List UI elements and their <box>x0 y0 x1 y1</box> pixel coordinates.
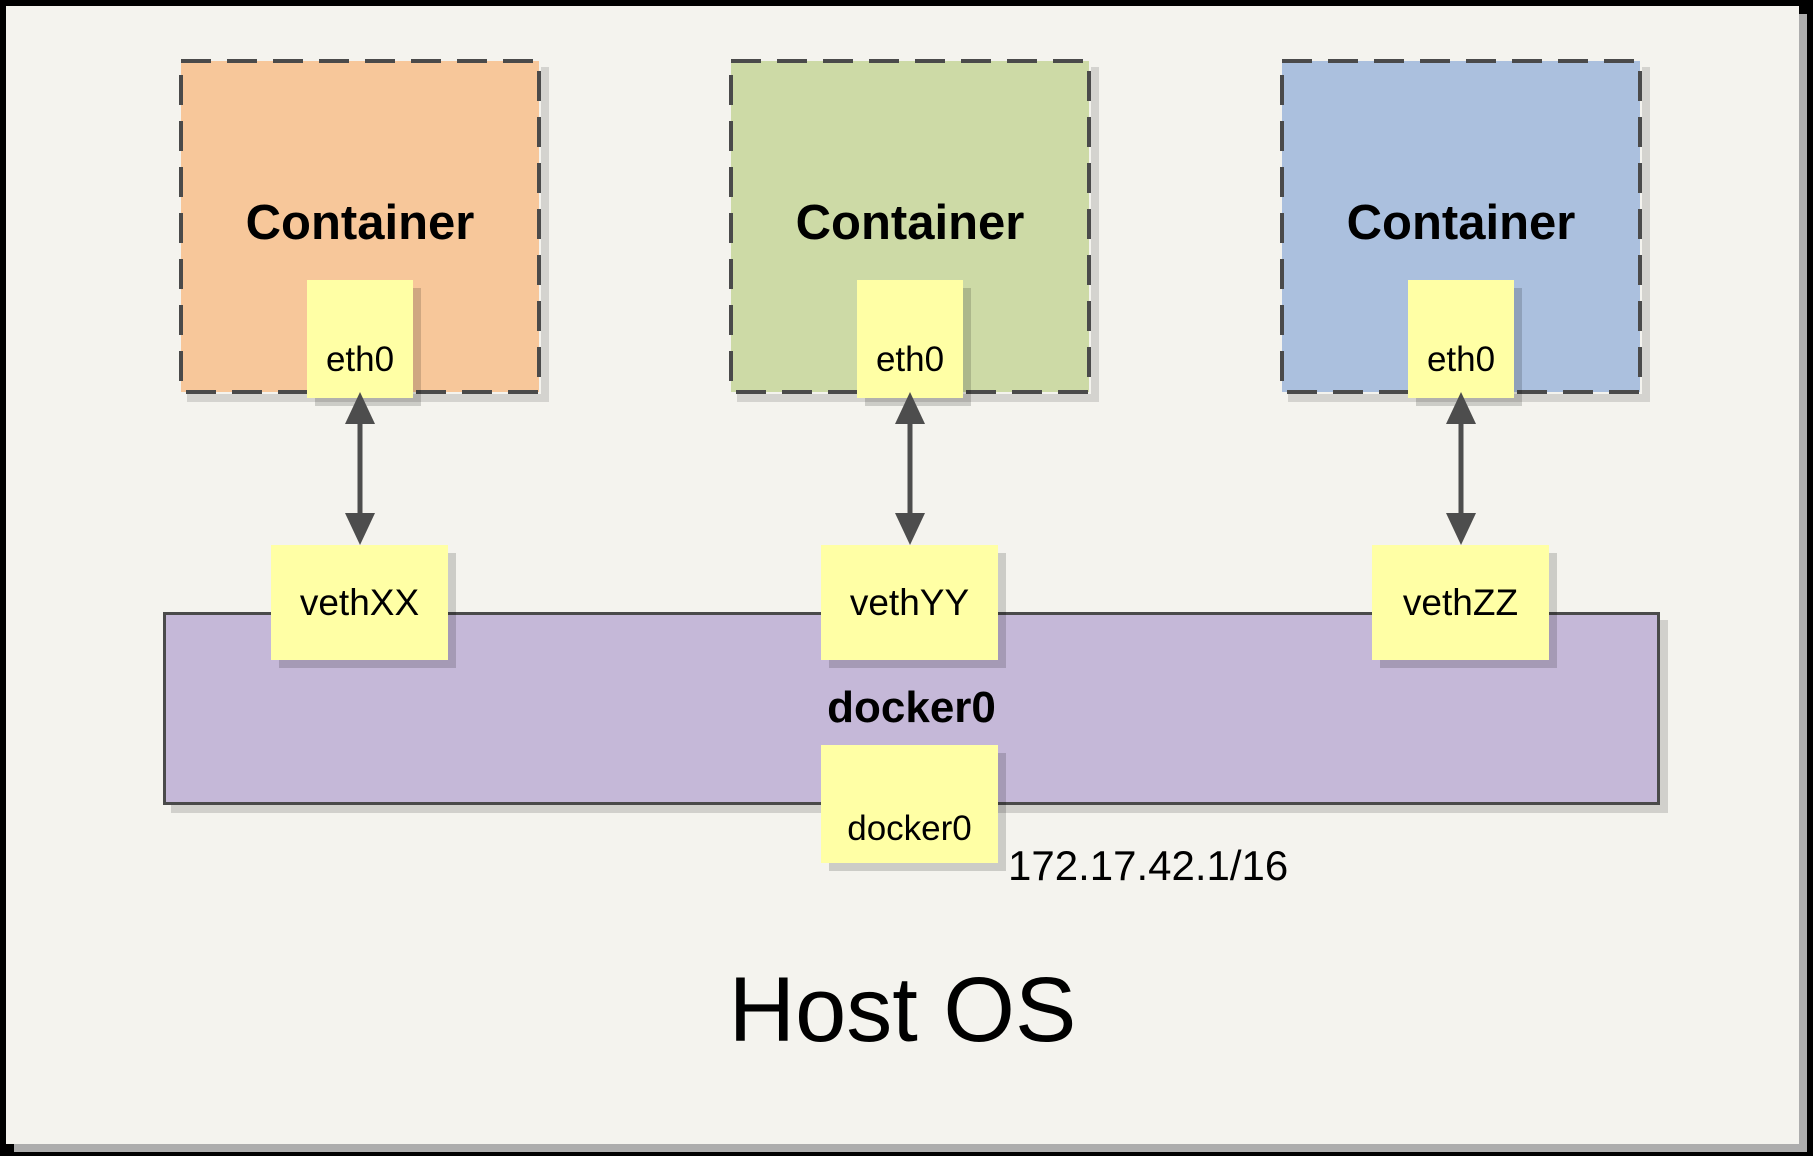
container-2-eth0-label: eth0 <box>875 340 945 379</box>
container-1-label: Container <box>245 196 475 251</box>
vethyy-box: vethYY <box>821 545 998 660</box>
container-box-2: Container eth0 <box>729 59 1091 398</box>
container-1-eth0-label: eth0 <box>325 340 395 379</box>
container-box-3: Container eth0 <box>1280 59 1642 398</box>
arrow-2-shaft <box>907 416 913 521</box>
arrow-1-shaft <box>357 416 363 521</box>
veth-link-arrow-2 <box>895 392 925 545</box>
arrow-3-down-head-icon <box>1446 513 1476 545</box>
docker0-interface-box: docker0 <box>821 745 998 863</box>
vethxx-box: vethXX <box>271 545 448 660</box>
container-1-eth0-box: eth0 <box>307 280 413 398</box>
arrow-1-down-head-icon <box>345 513 375 545</box>
veth-link-arrow-3 <box>1446 392 1476 545</box>
container-2-label: Container <box>795 196 1025 251</box>
container-3-label: Container <box>1346 196 1576 251</box>
veth-link-arrow-1 <box>345 392 375 545</box>
docker0-ip-address: 172.17.42.1/16 <box>1008 842 1289 889</box>
arrow-3-shaft <box>1458 416 1464 521</box>
docker0-interface-label: docker0 <box>847 809 972 848</box>
host-os-label: Host OS <box>728 959 1077 1061</box>
vethzz-box: vethZZ <box>1372 545 1549 660</box>
host-os-card: Container eth0 Container eth0 Container … <box>6 6 1799 1144</box>
container-box-1: Container eth0 <box>179 59 541 398</box>
vethzz-label: vethZZ <box>1402 581 1519 623</box>
container-3-eth0-label: eth0 <box>1426 340 1496 379</box>
vethyy-label: vethYY <box>849 581 970 623</box>
container-3-eth0-box: eth0 <box>1408 280 1514 398</box>
arrow-2-down-head-icon <box>895 513 925 545</box>
vethxx-label: vethXX <box>299 581 420 623</box>
container-2-eth0-box: eth0 <box>857 280 963 398</box>
docker0-bridge-label: docker0 <box>827 683 996 732</box>
